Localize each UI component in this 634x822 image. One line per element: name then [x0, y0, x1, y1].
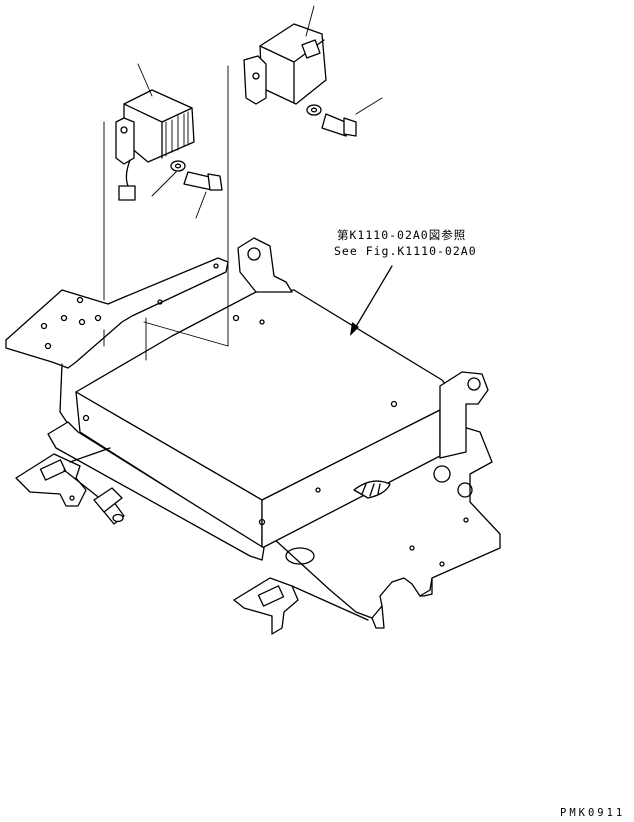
assembly-lines [103, 65, 229, 361]
right-rail [233, 577, 369, 635]
component-b [243, 5, 327, 105]
drawing-number: PMK0911 [560, 807, 626, 819]
reference-note-english: See Fig.K1110-02A0 [334, 244, 477, 258]
left-rail [15, 421, 265, 561]
base-plate [261, 419, 501, 629]
component-a [115, 63, 195, 201]
lever-knob [93, 487, 124, 523]
reference-note-japanese: 第K1110-02A0図参照 [337, 228, 467, 242]
fastener-b [306, 97, 383, 137]
fastener-a [151, 160, 223, 219]
mount-box [75, 237, 489, 565]
left-bracket-plate [5, 257, 229, 425]
